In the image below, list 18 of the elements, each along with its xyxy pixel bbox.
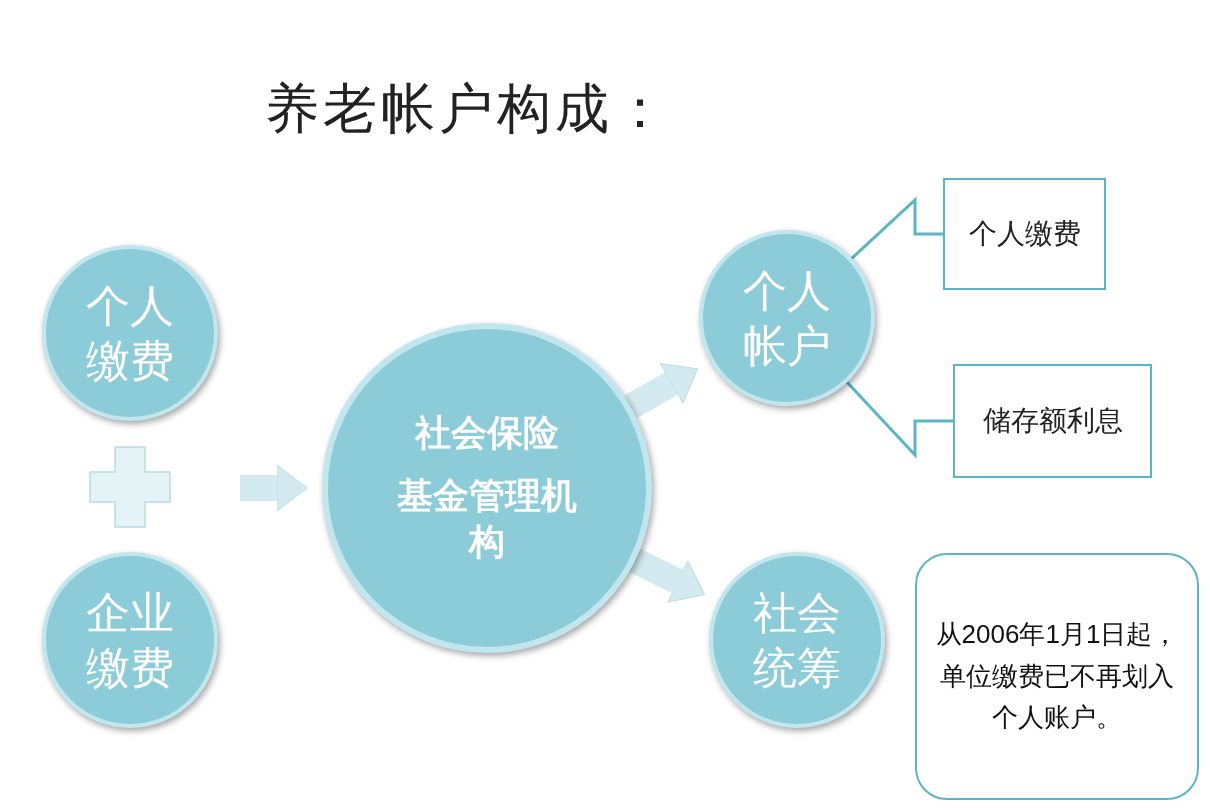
bracket-line [846,381,953,459]
node-text: 社会统筹 [752,587,842,694]
block-arrow [629,548,706,603]
block-arrow [624,363,698,418]
title: 养老帐户构成： [265,77,671,140]
text-box [953,364,1152,478]
block-arrow [240,464,308,512]
node-text: 企业缴费 [85,587,175,694]
node-text: 个人缴费 [968,217,1081,251]
node-text: 从2006年1月1日起，单位缴费已不再划入个人账户。 [934,618,1180,735]
node-text: 社会保险 [413,410,560,455]
node-text: 个人缴费 [85,280,175,387]
node-text: 储存额利息 [982,404,1123,438]
note-box [915,553,1199,800]
node-text: 个人帐户 [742,265,832,372]
node-text: 基金管理机构 [396,473,578,565]
bracket-line [850,196,943,260]
text-box [943,178,1106,290]
